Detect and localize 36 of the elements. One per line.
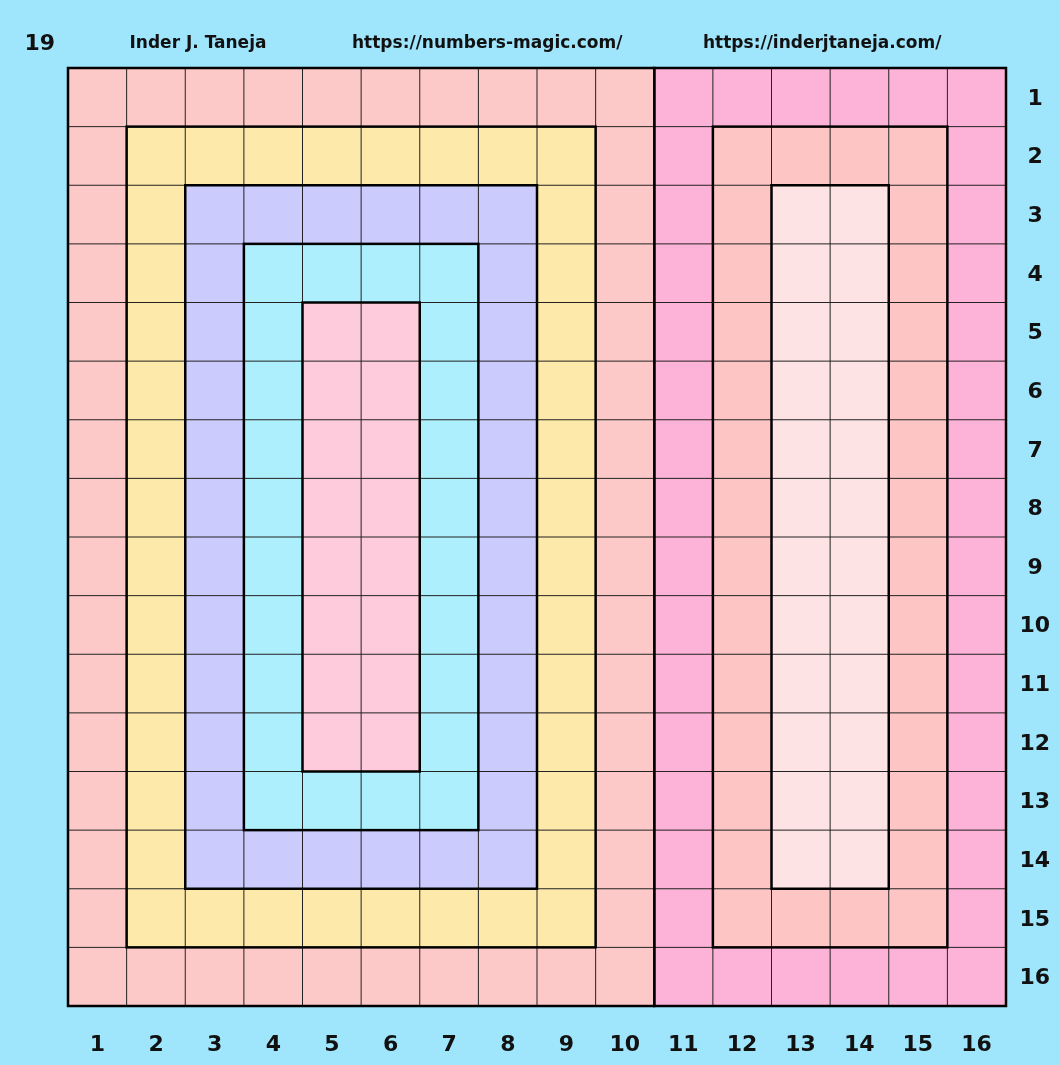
row-number: 15 bbox=[1019, 905, 1051, 931]
column-number: 10 bbox=[609, 1030, 641, 1056]
column-number: 11 bbox=[668, 1030, 699, 1056]
row-number: 1 bbox=[1027, 84, 1043, 110]
column-number: 7 bbox=[441, 1030, 457, 1056]
row-number: 14 bbox=[1019, 846, 1051, 872]
row-number: 11 bbox=[1019, 671, 1051, 697]
row-number: 10 bbox=[1019, 612, 1051, 638]
column-number: 2 bbox=[148, 1030, 164, 1056]
row-number: 13 bbox=[1019, 788, 1051, 814]
web-address: https://inderjtaneja.com/ bbox=[703, 32, 942, 52]
column-number: 13 bbox=[785, 1030, 816, 1056]
row-number: 9 bbox=[1027, 553, 1043, 579]
column-number: 5 bbox=[324, 1030, 340, 1056]
column-number: 1 bbox=[89, 1030, 106, 1056]
column-number: 12 bbox=[726, 1030, 758, 1056]
row-number: 12 bbox=[1019, 729, 1051, 755]
column-number: 8 bbox=[500, 1030, 516, 1056]
column-number: 16 bbox=[961, 1030, 992, 1056]
column-number: 6 bbox=[382, 1030, 399, 1056]
column-number: 9 bbox=[558, 1030, 575, 1056]
row-number: 5 bbox=[1027, 319, 1043, 345]
web-address: https://numbers-magic.com/ bbox=[352, 32, 623, 52]
row-number: 2 bbox=[1027, 143, 1043, 169]
row-number: 16 bbox=[1019, 964, 1051, 990]
row-number: 4 bbox=[1027, 260, 1043, 286]
row-number: 8 bbox=[1027, 495, 1043, 521]
column-number: 15 bbox=[902, 1030, 934, 1056]
column-number: 3 bbox=[207, 1030, 223, 1056]
column-number: 14 bbox=[843, 1030, 875, 1056]
row-number: 3 bbox=[1027, 202, 1043, 228]
column-number: 4 bbox=[265, 1030, 281, 1056]
row-number: 7 bbox=[1027, 436, 1043, 462]
page-number: 19 bbox=[24, 29, 56, 55]
author-name: Inder J. Taneja bbox=[129, 32, 267, 52]
row-number: 6 bbox=[1027, 377, 1043, 403]
